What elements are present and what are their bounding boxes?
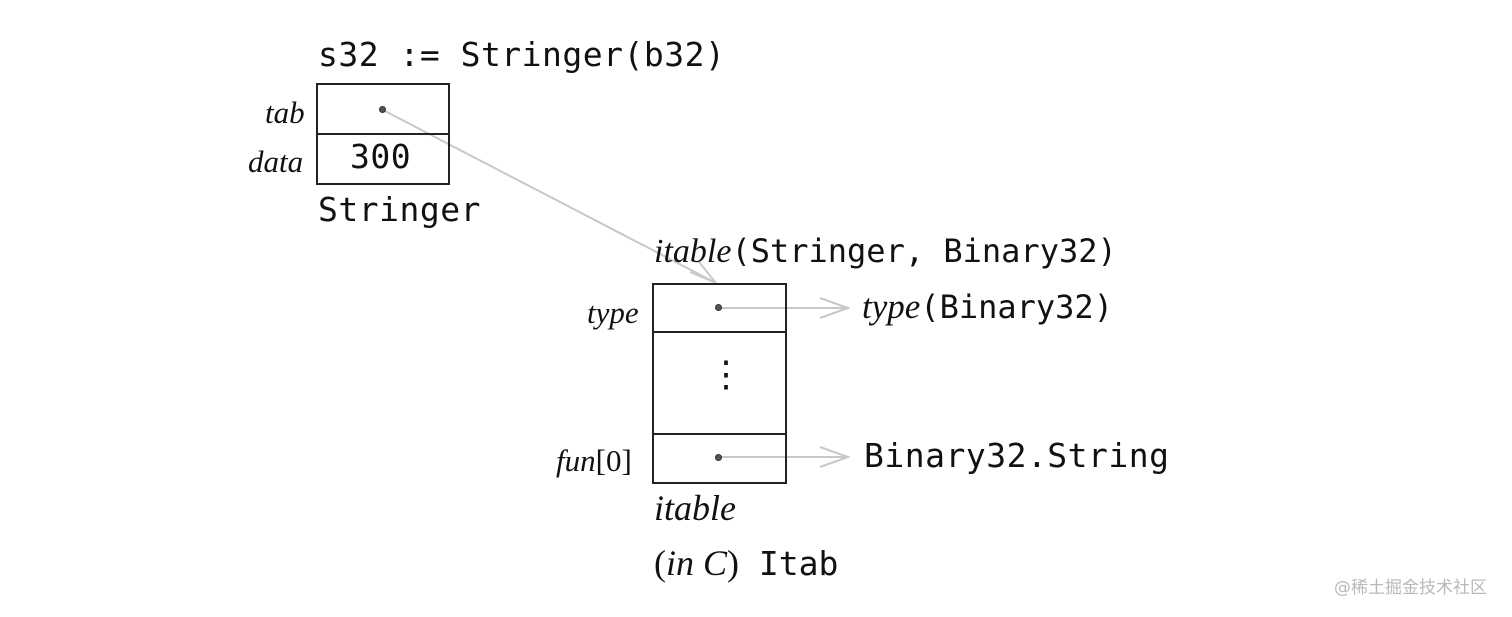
- itable-header-rest: (Stringer, Binary32): [731, 232, 1117, 270]
- data-label: data: [248, 144, 304, 179]
- caption-itab: Itab: [739, 544, 839, 583]
- caption-close-paren: ): [727, 543, 740, 583]
- itable-caption: itable: [654, 488, 736, 528]
- type-target-italic: type: [862, 287, 921, 326]
- type-target: type(Binary32): [862, 289, 1113, 325]
- caption-in-c: in C: [666, 543, 728, 583]
- fun-target: Binary32.String: [864, 436, 1170, 475]
- fun-pointer-dot: [715, 454, 722, 461]
- tab-label: tab: [265, 95, 305, 130]
- type-target-rest: (Binary32): [920, 288, 1113, 326]
- stringer-caption: Stringer: [318, 190, 481, 229]
- type-pointer-arrowhead: [819, 297, 851, 319]
- tab-pointer-dot: [379, 106, 386, 113]
- title-expression: s32 := Stringer(b32): [318, 35, 726, 74]
- stringer-data-cell: [316, 133, 450, 185]
- itable-header-italic: itable: [654, 233, 732, 270]
- fun-pointer-arrowhead: [819, 446, 851, 468]
- caption-open-paren: (: [654, 543, 666, 583]
- watermark: @稀土掘金技术社区: [1334, 578, 1487, 598]
- tab-pointer-arrow: [382, 109, 717, 284]
- vertical-ellipsis: ⋮: [708, 354, 744, 394]
- fun-label: fun[0]: [556, 445, 632, 477]
- data-value: 300: [350, 137, 412, 176]
- type-label: type: [587, 295, 639, 330]
- itable-caption-c: (in C) Itab: [654, 545, 838, 582]
- fun-label-index: [0]: [595, 443, 632, 478]
- itable-header: itable(Stringer, Binary32): [654, 234, 1117, 269]
- fun-label-italic: fun: [556, 443, 596, 478]
- type-pointer-dot: [715, 304, 722, 311]
- itable-fun-cell: [652, 433, 787, 484]
